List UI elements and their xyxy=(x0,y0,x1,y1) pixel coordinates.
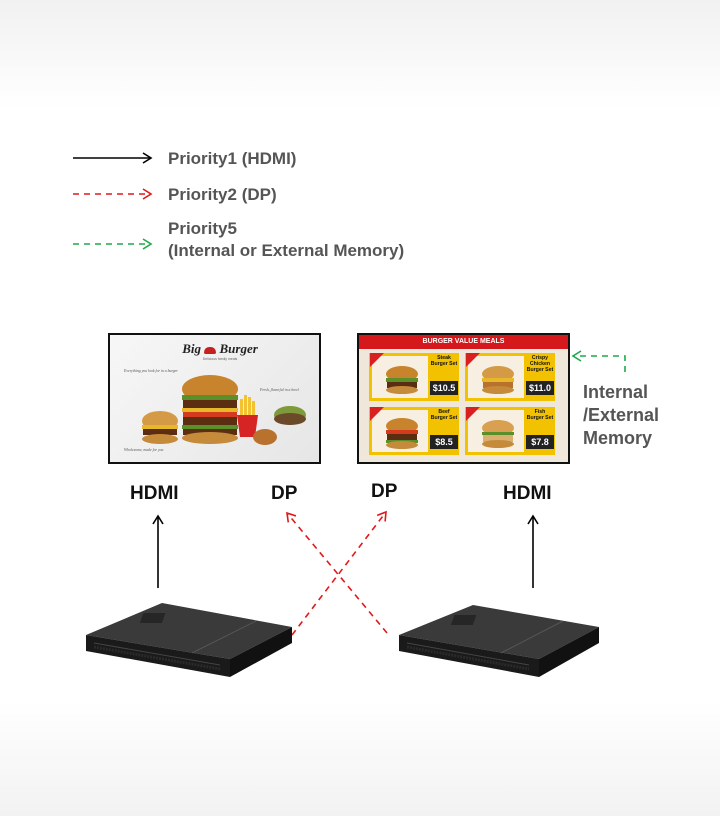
dp-left-to-right-arrow-icon xyxy=(291,510,387,636)
menu-item: Fish Burger Set $7.8 xyxy=(465,407,555,455)
legend-priority1: Priority1 (HDMI) xyxy=(168,149,297,168)
steak-burger-icon xyxy=(386,366,418,394)
legend-priority5-detail: (Internal or External Memory) xyxy=(168,241,405,260)
right-media-player-icon xyxy=(399,605,599,677)
menu-item-price: $10.5 xyxy=(430,381,458,395)
logo-burger-text: Burger xyxy=(219,341,258,356)
dp-right-label: DP xyxy=(371,481,398,502)
note-wholesome: Wholesome, made for you xyxy=(124,448,164,452)
menu-item: Beef Burger Set $8.5 xyxy=(369,407,459,455)
menu-ribbon-icon xyxy=(466,407,480,421)
menu-ribbon-icon xyxy=(370,353,384,367)
beef-burger-icon xyxy=(386,418,418,449)
memory-label-line3: Memory xyxy=(583,428,653,448)
memory-label: Internal /External Memory xyxy=(583,381,659,450)
left-media-player-icon xyxy=(86,603,292,677)
note-salad: Fresh, flavorful in a bowl xyxy=(260,388,299,392)
chicken-burger-icon xyxy=(482,366,514,394)
memory-label-line2: /External xyxy=(583,405,660,425)
right-display-content: BURGER VALUE MEALS Steak Burger Set $10.… xyxy=(359,335,568,462)
burger-logo-icon xyxy=(204,346,217,354)
left-display-content: Big Burger Delicious family meals Everyt… xyxy=(110,335,319,462)
burger-photo-illustration xyxy=(142,375,306,445)
menu-ribbon-icon xyxy=(370,407,384,421)
big-burger-logo: Big Burger xyxy=(180,341,260,357)
memory-arrow-icon xyxy=(571,350,626,372)
fish-burger-icon xyxy=(482,420,514,448)
dp-left-label: DP xyxy=(271,483,298,504)
menu-item: Crispy Chicken Burger Set $11.0 xyxy=(465,353,555,401)
menu-item-price: $8.5 xyxy=(430,435,458,449)
menu-item-name: Fish Burger Set xyxy=(526,409,554,421)
memory-label-line1: Internal xyxy=(583,382,649,402)
hdmi-left-label: HDMI xyxy=(130,483,179,504)
menu-item-price: $7.8 xyxy=(526,435,554,449)
right-display: BURGER VALUE MEALS Steak Burger Set $10.… xyxy=(357,333,570,464)
menu-item-name: Steak Burger Set xyxy=(430,355,458,367)
menu-item-name: Crispy Chicken Burger Set xyxy=(526,355,554,373)
menu-item-price: $11.0 xyxy=(526,381,554,395)
menu-item: Steak Burger Set $10.5 xyxy=(369,353,459,401)
legend-priority5-title: Priority5 xyxy=(168,219,237,238)
dp-right-to-left-arrow-icon xyxy=(286,511,388,634)
menu-item-name: Beef Burger Set xyxy=(430,409,458,421)
logo-subtitle: Delicious family meals xyxy=(202,357,238,361)
logo-big-text: Big xyxy=(182,341,201,356)
legend-priority2: Priority2 (DP) xyxy=(168,185,277,204)
hdmi-right-label: HDMI xyxy=(503,483,552,504)
menu-ribbon-icon xyxy=(466,353,480,367)
left-display: Big Burger Delicious family meals Everyt… xyxy=(108,333,321,464)
menu-header: BURGER VALUE MEALS xyxy=(359,335,568,349)
note-burger: Everything you look for in a burger xyxy=(124,369,178,373)
